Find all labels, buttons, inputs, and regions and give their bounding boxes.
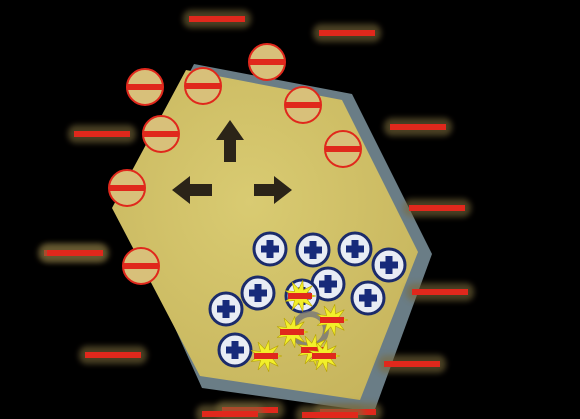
negative-charge <box>313 24 381 42</box>
negative-charge <box>378 355 446 373</box>
free-negative-charges <box>38 10 474 419</box>
negative-ion <box>108 169 146 207</box>
negative-charge <box>79 346 147 364</box>
positive-ion <box>240 275 276 311</box>
surface-negative-ions <box>108 43 362 285</box>
spark-ions <box>250 280 349 372</box>
movement-arrows <box>172 120 292 204</box>
spark-ion <box>308 340 341 372</box>
negative-charge <box>68 125 136 143</box>
positive-ion <box>217 332 253 368</box>
negative-ion <box>142 115 180 153</box>
negative-ion <box>248 43 286 81</box>
spark-ion <box>276 316 309 348</box>
negative-charge <box>403 199 471 217</box>
negative-charge <box>406 283 474 301</box>
positive-ion <box>208 291 244 327</box>
negative-charge <box>384 118 452 136</box>
positive-ion <box>371 247 407 283</box>
negative-ion <box>126 68 164 106</box>
negative-ion <box>184 67 222 105</box>
negative-charge <box>196 405 264 419</box>
negative-ion <box>122 247 160 285</box>
spark-ion <box>316 304 349 336</box>
negative-ion <box>284 86 322 124</box>
positive-ion <box>252 231 288 267</box>
positive-ion <box>337 231 373 267</box>
negative-ion <box>324 130 362 168</box>
spark-ion <box>250 340 283 372</box>
arrow-up-icon <box>216 120 244 162</box>
negative-charge <box>296 406 364 419</box>
negative-charge <box>183 10 251 28</box>
spark-ion <box>284 280 317 312</box>
arrow-left-icon <box>172 176 212 204</box>
negative-charge <box>41 244 109 262</box>
arrow-right-icon <box>254 176 292 204</box>
positive-ion <box>295 232 331 268</box>
positive-ion <box>350 280 386 316</box>
positive-ion <box>310 266 346 302</box>
